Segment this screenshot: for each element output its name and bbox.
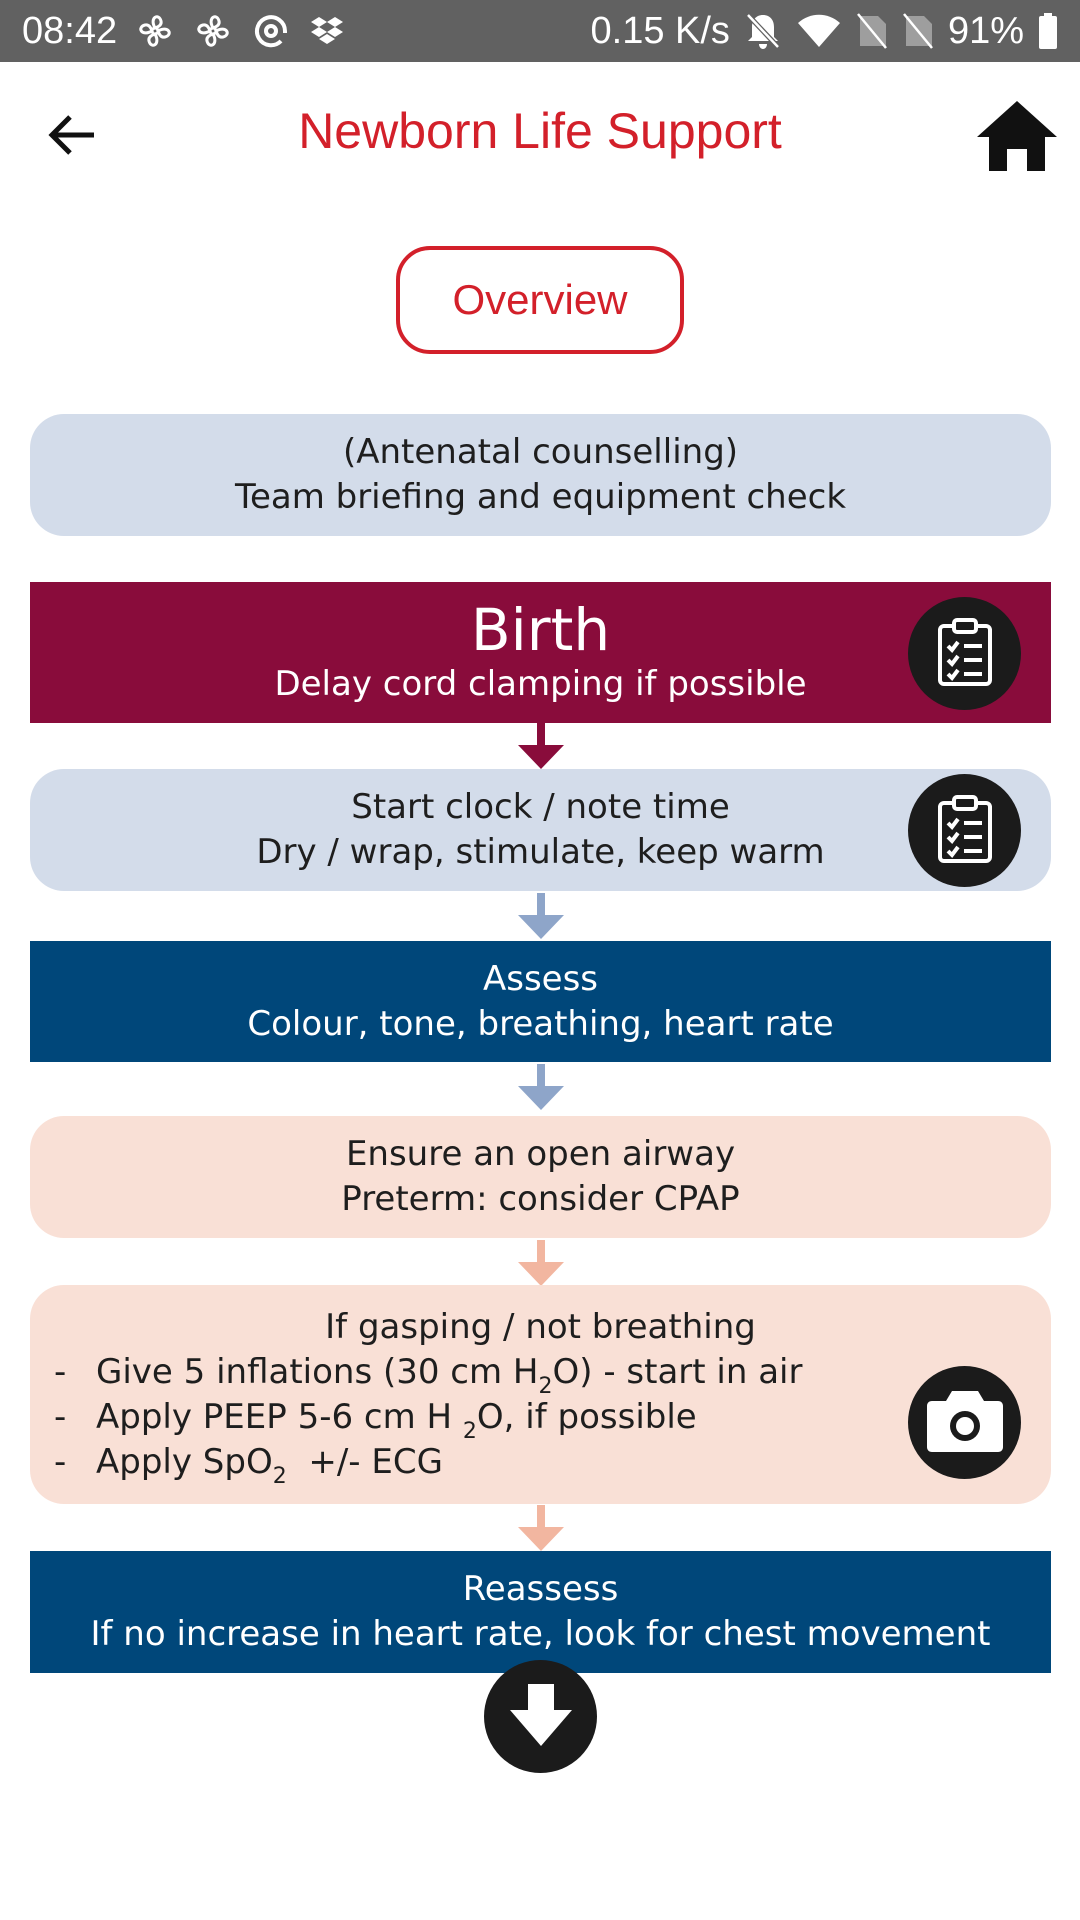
battery-icon — [1038, 12, 1058, 50]
prep-line-1: (Antenatal counselling) — [342, 432, 739, 472]
gasping-bullet-1: -Give 5 inflations (30 cm H2O) - start i… — [54, 1351, 803, 1399]
reassess-line-1: Reassess — [462, 1569, 619, 1609]
reassess-box: Reassess If no increase in heart rate, l… — [30, 1551, 1051, 1673]
fan-icon — [193, 11, 233, 51]
home-button[interactable] — [972, 96, 1062, 180]
start-line-1: Start clock / note time — [351, 787, 730, 827]
clipboard-icon — [936, 793, 994, 869]
birth-clipboard-button[interactable] — [908, 597, 1021, 710]
assess-line-2: Colour, tone, breathing, heart rate — [247, 1003, 834, 1044]
gasping-bullet-3: -Apply SpO2 +/- ECG — [54, 1441, 443, 1489]
at-icon — [251, 11, 291, 51]
overview-button[interactable]: Overview — [396, 246, 684, 354]
back-button[interactable] — [40, 107, 106, 167]
camera-button[interactable] — [908, 1366, 1021, 1479]
no-sim-icon — [856, 12, 888, 50]
clipboard-icon — [936, 616, 994, 692]
gasping-bullet-2: -Apply PEEP 5-6 cm H 2O, if possible — [54, 1396, 697, 1444]
arrow-down-icon — [506, 1680, 576, 1754]
dropbox-icon — [309, 13, 345, 49]
prep-box: (Antenatal counselling) Team briefing an… — [30, 414, 1051, 536]
flow-arrow — [518, 1505, 564, 1551]
arrow-back-icon — [48, 112, 98, 162]
start-line-2: Dry / wrap, stimulate, keep warm — [256, 832, 825, 872]
network-speed: 0.15 K/s — [590, 9, 730, 52]
flow-arrow — [518, 893, 564, 939]
bell-off-icon — [744, 11, 782, 51]
gasping-title: If gasping / not breathing — [325, 1306, 756, 1347]
airway-line-2: Preterm: consider CPAP — [341, 1179, 740, 1219]
home-icon — [975, 99, 1059, 177]
start-clock-box: Start clock / note time Dry / wrap, stim… — [30, 769, 1051, 891]
app-header: Newborn Life Support — [0, 62, 1080, 212]
no-sim-icon — [902, 12, 934, 50]
airway-line-1: Ensure an open airway — [345, 1134, 736, 1174]
page-title: Newborn Life Support — [298, 103, 782, 159]
status-bar: 08:42 0.15 K/s 91% — [0, 0, 1080, 62]
gasping-bullets: -Give 5 inflations (30 cm H2O) - start i… — [30, 1350, 1051, 1489]
birth-title: Birth — [470, 596, 611, 664]
reassess-line-2: If no increase in heart rate, look for c… — [90, 1614, 991, 1654]
flow-arrow — [518, 1240, 564, 1286]
flow-arrow — [518, 723, 564, 769]
birth-box: Birth Delay cord clamping if possible — [30, 582, 1051, 723]
assess-box: Assess Colour, tone, breathing, heart ra… — [30, 941, 1051, 1062]
fan-icon — [135, 11, 175, 51]
airway-box: Ensure an open airway Preterm: consider … — [30, 1116, 1051, 1238]
start-clipboard-button[interactable] — [908, 774, 1021, 887]
scroll-down-button[interactable] — [484, 1660, 597, 1773]
assess-line-1: Assess — [482, 958, 599, 999]
gasping-box: If gasping / not breathing -Give 5 infla… — [30, 1285, 1051, 1504]
wifi-icon — [796, 13, 842, 49]
flow-arrow — [518, 1064, 564, 1110]
prep-line-2: Team briefing and equipment check — [234, 477, 847, 517]
birth-subtitle: Delay cord clamping if possible — [274, 664, 807, 704]
camera-icon — [926, 1389, 1004, 1457]
battery-percent: 91% — [947, 9, 1024, 52]
status-time: 08:42 — [22, 9, 118, 52]
